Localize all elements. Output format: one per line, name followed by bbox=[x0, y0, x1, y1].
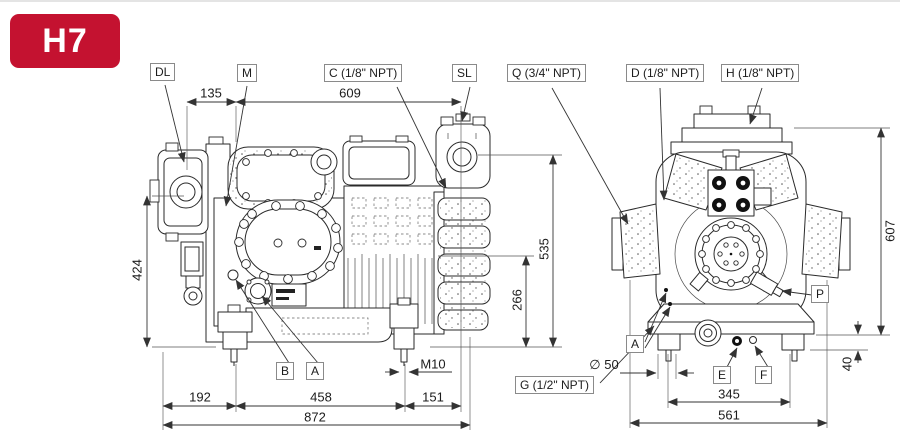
port-label-h: H (1/8" NPT) bbox=[721, 64, 800, 82]
port-label-m: M bbox=[237, 64, 257, 82]
mounting-feet-side bbox=[217, 297, 419, 366]
leader-lines bbox=[164, 84, 813, 384]
suction-valve bbox=[435, 113, 491, 189]
port-label-g: G (1/2" NPT) bbox=[515, 376, 594, 394]
unloader-head bbox=[707, 149, 772, 217]
dim-192: 192 bbox=[189, 389, 211, 405]
port-label-dl: DL bbox=[150, 63, 176, 81]
port-label-b: B bbox=[276, 362, 295, 380]
dim-40: 40 bbox=[839, 356, 855, 372]
cylinder-head-edge bbox=[342, 135, 416, 186]
oil-sump bbox=[245, 307, 393, 343]
dim-424: 424 bbox=[129, 259, 145, 281]
front-sight-glass bbox=[694, 319, 722, 347]
dim-345: 345 bbox=[718, 386, 740, 402]
port-label-d: D (1/8" NPT) bbox=[626, 64, 705, 82]
port-label-p: P bbox=[811, 285, 830, 303]
extension-lines bbox=[152, 106, 890, 430]
dim-607: 607 bbox=[882, 220, 898, 242]
port-label-a-front: A bbox=[626, 335, 645, 353]
oil-pump bbox=[149, 142, 209, 242]
side-pads bbox=[611, 203, 851, 279]
dim-609: 609 bbox=[339, 85, 361, 101]
front-cylinder-heads bbox=[663, 153, 799, 211]
dim-m10: M10 bbox=[420, 356, 446, 372]
crankcase-cover bbox=[234, 199, 343, 285]
dim-872: 872 bbox=[304, 409, 326, 425]
port-label-a-side: A bbox=[306, 362, 325, 380]
port-label-f: F bbox=[755, 366, 773, 384]
compressor-front-view bbox=[611, 105, 851, 362]
terminal-plate bbox=[670, 105, 793, 155]
dim-diameter-50: ∅ 50 bbox=[589, 357, 619, 372]
pressure-fitting bbox=[750, 271, 784, 298]
dimension-lines bbox=[143, 98, 885, 429]
port-label-sl: SL bbox=[452, 64, 477, 82]
nameplate bbox=[271, 283, 307, 307]
lifting-eye bbox=[310, 148, 338, 176]
compressor-side-view bbox=[149, 113, 491, 366]
dim-458: 458 bbox=[310, 389, 332, 405]
dim-266: 266 bbox=[509, 289, 525, 311]
motor-bolt-pattern bbox=[351, 197, 433, 245]
oil-solenoid bbox=[180, 241, 204, 306]
oil-plug bbox=[227, 269, 239, 281]
dim-561: 561 bbox=[718, 407, 740, 423]
dim-535: 535 bbox=[536, 238, 552, 260]
motor-end-bell bbox=[433, 191, 491, 335]
motor-fins bbox=[347, 254, 433, 328]
port-label-q: Q (3/4" NPT) bbox=[507, 64, 586, 82]
dim-151: 151 bbox=[422, 389, 444, 405]
port-label-e: E bbox=[713, 366, 732, 384]
model-badge: H7 bbox=[10, 14, 120, 68]
dim-135: 135 bbox=[200, 85, 222, 101]
port-label-c: C (1/8" NPT) bbox=[324, 64, 403, 82]
base-front bbox=[647, 288, 815, 362]
